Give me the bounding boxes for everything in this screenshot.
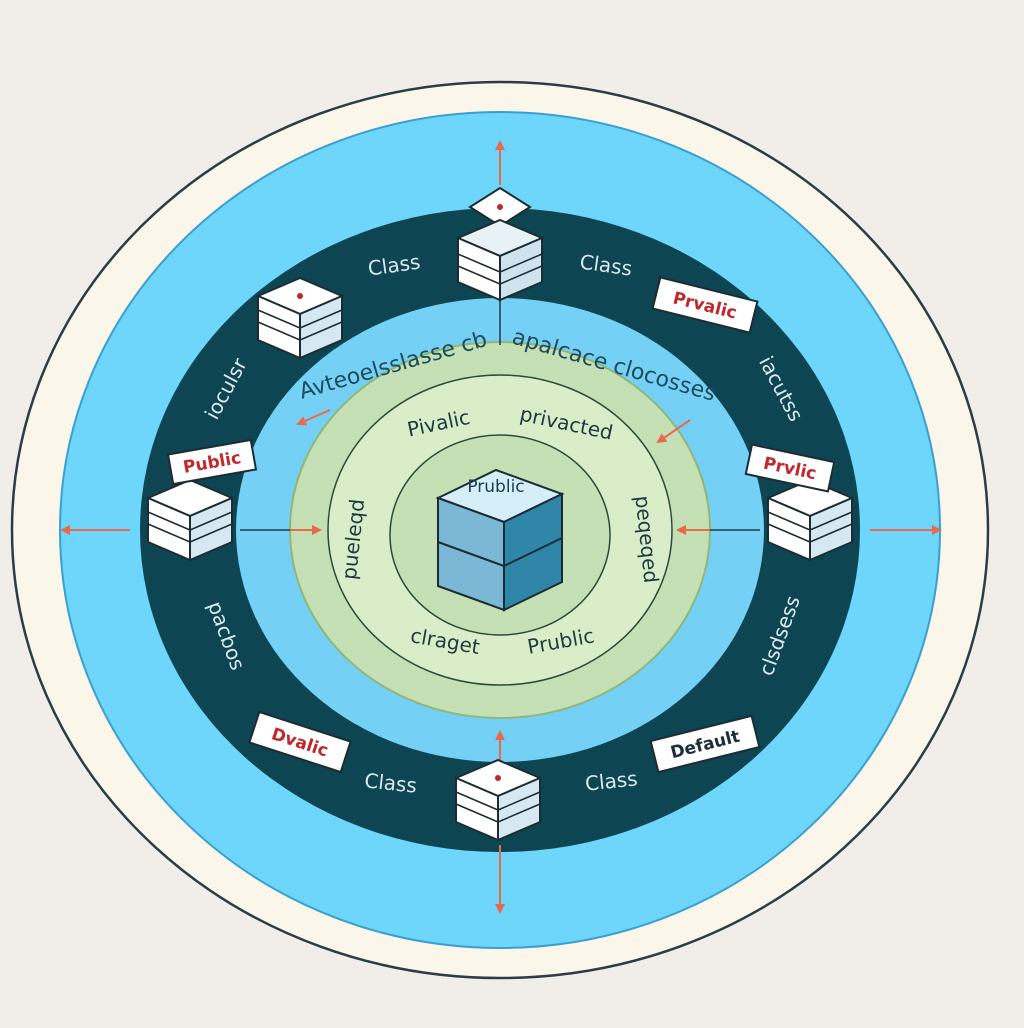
core-cube-icon bbox=[435, 468, 565, 612]
tag-left: Public bbox=[166, 438, 258, 486]
stack-icon-top bbox=[455, 218, 545, 302]
arrows bbox=[60, 140, 942, 914]
core-label: Prublic bbox=[467, 477, 524, 497]
stack-icon-bottom bbox=[453, 758, 543, 842]
stack-icon-left bbox=[145, 478, 235, 562]
stack-icon-top-left bbox=[255, 276, 345, 360]
tag-top-right: Prvalic bbox=[651, 276, 759, 334]
arrow-top-left-diag bbox=[296, 409, 331, 426]
ring-label-class-bottom-right: Class bbox=[584, 766, 639, 795]
arrow-top-right-diag bbox=[656, 419, 691, 444]
tag-right: Prvlic bbox=[744, 443, 836, 493]
connector-lines bbox=[240, 300, 760, 531]
stack-icon-right bbox=[765, 478, 855, 562]
ring-label-class-bottom-left: Class bbox=[363, 768, 418, 797]
